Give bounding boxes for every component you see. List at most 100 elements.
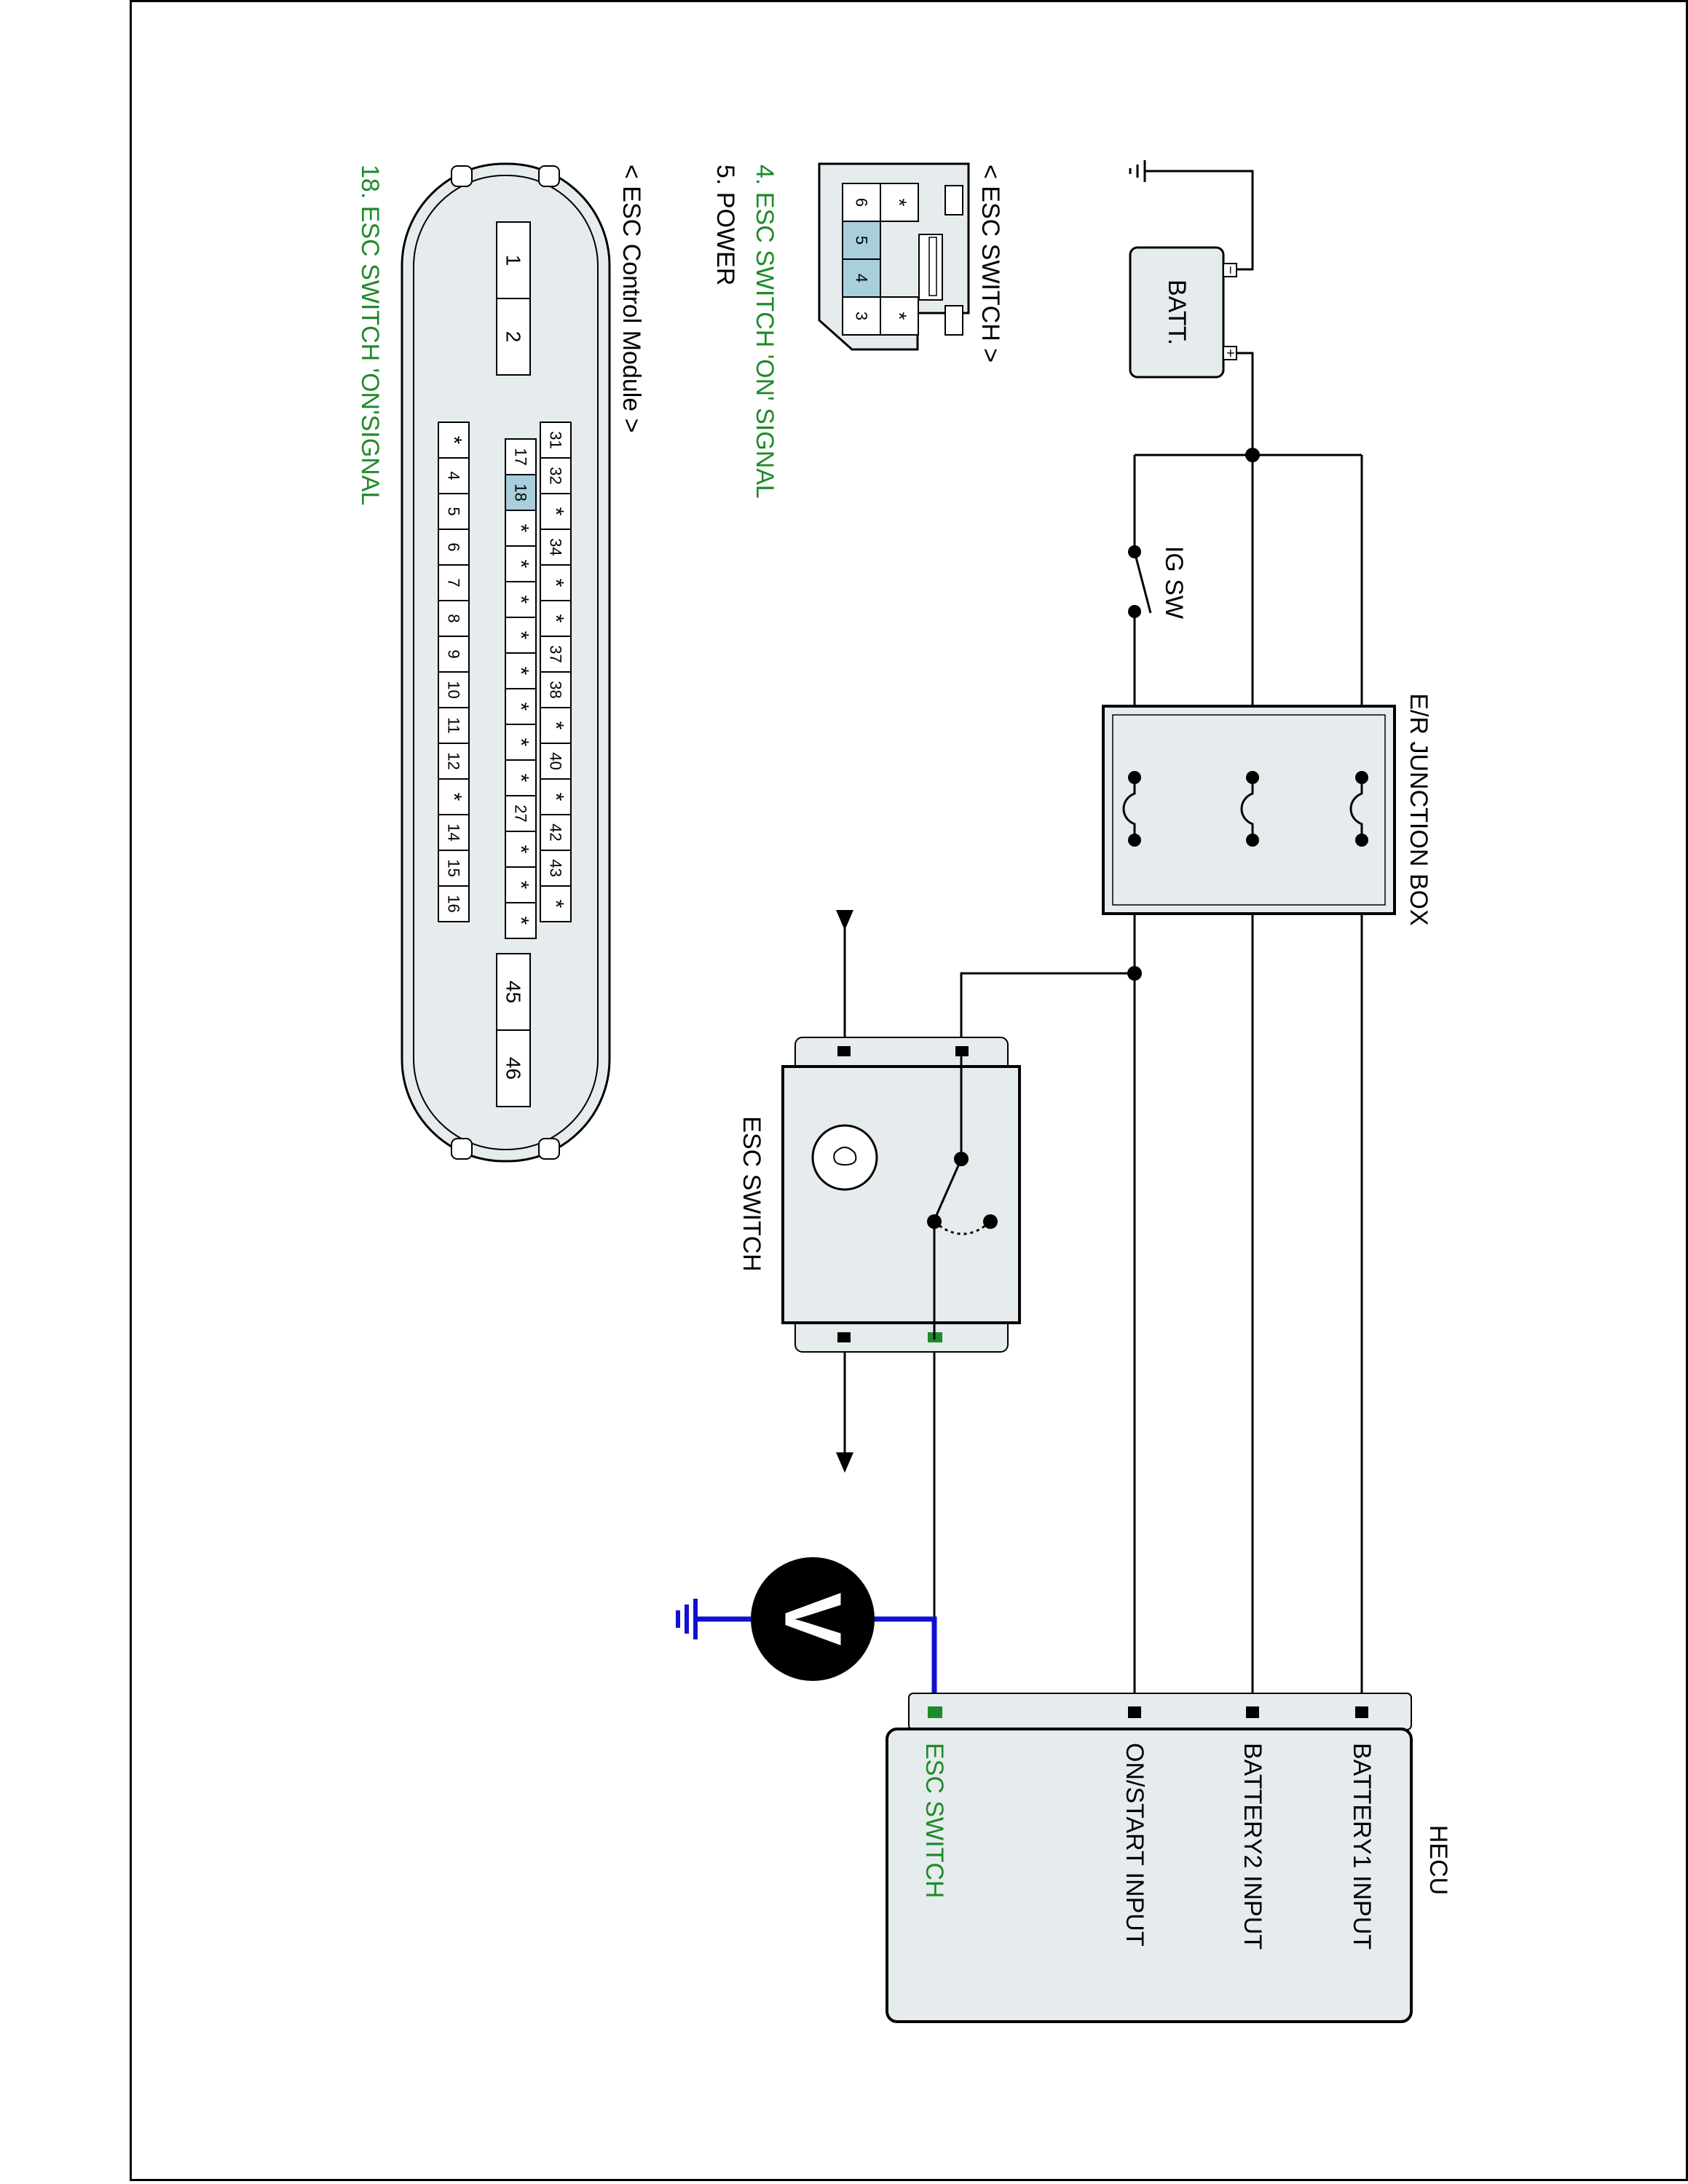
esc-module-pin-cell xyxy=(496,953,531,1031)
esc-module-pin: 27 xyxy=(512,804,530,822)
voltmeter-label: V xyxy=(768,1592,858,1645)
hecu: HECU BATTERY1 INPUT BATTERY2 INPUT ON/ST… xyxy=(886,1693,1452,2023)
esc-module-pin: 9 xyxy=(445,649,463,658)
junction-box-label: E/R JUNCTION BOX xyxy=(1405,693,1432,925)
battery-positive-wire xyxy=(1223,352,1254,455)
illumination-arrow-top xyxy=(836,910,853,930)
esc-module-pin-cell xyxy=(438,778,470,815)
esc-module-connector: < ESC Control Module > 1245463132*34**37… xyxy=(356,162,645,1163)
esc-module-pin-cell xyxy=(540,422,572,459)
esc-module-pin-cell xyxy=(496,298,531,376)
esc-module-pin: * xyxy=(509,560,533,569)
esc-module-pin: * xyxy=(509,881,533,890)
esc-module-pin: 16 xyxy=(445,895,463,912)
esc-switch-connector: < ESC SWITCH > * * 6 5 4 3 4. ESC SWITCH… xyxy=(711,162,1004,499)
esc-module-pin-cell xyxy=(505,688,537,725)
esc-switch-legend-2: 5. POWER xyxy=(711,165,739,285)
esc-module-pin-cell xyxy=(505,759,537,796)
esc-module-pin-cell xyxy=(438,636,470,673)
esc-module-pin: * xyxy=(442,436,466,445)
esc-module-pin-cell xyxy=(540,493,572,530)
esc-module-pin: 43 xyxy=(547,859,565,877)
esc-switch-pin: * xyxy=(888,199,911,207)
fuse-battery2 xyxy=(1240,771,1259,847)
hecu-pin-battery2: BATTERY2 INPUT xyxy=(1239,1743,1266,1950)
splice-dots xyxy=(1127,448,1260,981)
esc-module-pin: 37 xyxy=(547,645,565,662)
ig-sw-label: IG SW xyxy=(1160,546,1188,619)
esc-module-pin-cell xyxy=(505,866,537,903)
esc-module-pin: 1 xyxy=(502,255,525,266)
battery: − + BATT. xyxy=(1129,246,1238,379)
esc-module-pin: * xyxy=(544,614,568,623)
esc-module-pin-grid: 1245463132*34**3738*40*4243*1718********… xyxy=(438,221,572,1107)
esc-module-pin-cell xyxy=(540,850,572,887)
esc-switch-component: ESC SWITCH xyxy=(738,1037,1021,1353)
esc-switch-pin: 6 xyxy=(853,198,871,207)
esc-module-pin: * xyxy=(509,596,533,604)
esc-module-connector-title: < ESC Control Module > xyxy=(618,165,645,433)
esc-module-pin: 8 xyxy=(445,614,463,622)
battery-label: BATT. xyxy=(1163,280,1191,345)
hecu-pin-on-start: ON/START INPUT xyxy=(1121,1743,1148,1947)
esc-module-pin: 6 xyxy=(445,542,463,551)
esc-module-pin: * xyxy=(509,845,533,854)
esc-module-pin-cell xyxy=(438,600,470,637)
esc-module-pin: * xyxy=(544,793,568,802)
esc-module-pin: * xyxy=(544,721,568,730)
esc-module-pin-cell xyxy=(505,510,537,547)
esc-module-pin: * xyxy=(509,703,533,711)
hecu-pin-esc-switch: ESC SWITCH xyxy=(920,1743,948,1898)
esc-module-pin-cell xyxy=(496,1029,531,1107)
esc-module-pin: * xyxy=(544,507,568,516)
voltmeter-icon xyxy=(751,1557,875,1681)
hecu-pin-battery1: BATTERY1 INPUT xyxy=(1348,1743,1376,1950)
esc-module-pin-cell xyxy=(505,438,537,475)
battery-plus-icon: + xyxy=(1222,349,1238,357)
esc-module-pin: 31 xyxy=(547,431,565,448)
esc-module-pin: * xyxy=(509,631,533,640)
esc-module-pin-cell xyxy=(540,671,572,708)
esc-module-pin: 32 xyxy=(547,467,565,484)
ground-wire xyxy=(1145,170,1254,271)
esc-module-pin-cell xyxy=(505,474,537,511)
esc-module-pin: 2 xyxy=(502,331,525,343)
esc-module-pin: 10 xyxy=(445,681,463,698)
esc-module-pin-cell xyxy=(540,778,572,815)
esc-module-pin-cell xyxy=(540,529,572,566)
esc-switch-connector-title: < ESC SWITCH > xyxy=(977,165,1004,363)
esc-module-pin: * xyxy=(544,579,568,587)
voltmeter: V xyxy=(676,1557,937,1712)
esc-module-pin-cell xyxy=(540,814,572,851)
esc-module-pin: 46 xyxy=(502,1057,525,1080)
esc-module-pin-cell xyxy=(505,581,537,618)
esc-module-pin: 4 xyxy=(445,471,463,480)
wires xyxy=(843,170,1363,1712)
esc-module-pin: 12 xyxy=(445,752,463,769)
esc-module-pin: * xyxy=(442,793,466,802)
illumination-arrow-bottom xyxy=(836,1452,853,1473)
esc-switch-pin: 5 xyxy=(853,236,871,245)
esc-switch-legend-1: 4. ESC SWITCH 'ON' SIGNAL xyxy=(751,165,778,499)
esc-module-pin: 5 xyxy=(445,507,463,515)
fuse-ig xyxy=(1122,771,1141,847)
esc-module-pin: 15 xyxy=(445,859,463,877)
esc-module-pin-cell xyxy=(438,457,470,494)
esc-module-pin: 18 xyxy=(512,483,530,501)
hecu-label: HECU xyxy=(1424,1825,1452,1895)
esc-module-pin: 42 xyxy=(547,823,565,841)
battery-minus-icon: − xyxy=(1222,266,1238,274)
esc-switch-label: ESC SWITCH xyxy=(738,1116,765,1271)
esc-module-pin: * xyxy=(509,667,533,676)
wire-power-to-esc-switch xyxy=(960,972,1135,1052)
esc-module-pin: 11 xyxy=(445,717,463,734)
esc-module-pin-cell xyxy=(505,795,537,832)
esc-module-pin-cell xyxy=(540,885,572,922)
esc-module-pin-cell xyxy=(438,707,470,744)
ig-switch: IG SW xyxy=(1128,545,1188,619)
esc-module-pin-cell xyxy=(438,493,470,530)
esc-module-pin-cell xyxy=(505,831,537,868)
esc-module-pin-cell xyxy=(505,902,537,939)
esc-switch-pin: * xyxy=(888,312,911,320)
